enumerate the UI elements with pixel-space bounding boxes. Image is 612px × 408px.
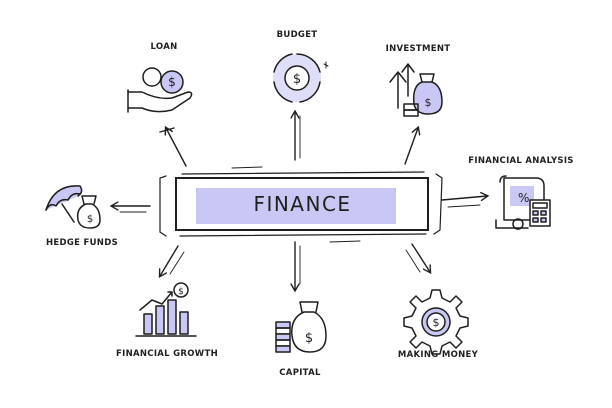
- svg-text:$: $: [168, 75, 176, 89]
- node-label-hedge-funds: HEDGE FUNDS: [45, 238, 119, 248]
- node-label-loan: LOAN: [150, 42, 178, 52]
- gear-dollar-icon: $: [403, 289, 469, 355]
- center-box: [159, 166, 443, 243]
- document-calculator-icon: %: [495, 175, 551, 230]
- arrow-loan: [164, 125, 187, 167]
- node-label-financial-analysis: FINANCIAL ANALYSIS: [468, 156, 574, 166]
- arrow-investment: [404, 125, 421, 165]
- donut-budget-icon: $: [273, 53, 329, 103]
- money-bags-growth-icon: $: [389, 63, 443, 117]
- svg-text:$: $: [293, 72, 301, 87]
- arrow-making-money: [411, 243, 432, 274]
- umbrella-money-bag-icon: $: [45, 185, 101, 229]
- svg-text:$: $: [87, 214, 93, 225]
- node-label-making-money: MAKING MONEY: [397, 350, 479, 360]
- node-label-capital: CAPITAL: [279, 368, 321, 378]
- node-label-budget: BUDGET: [276, 30, 318, 40]
- svg-text:$: $: [305, 331, 313, 346]
- coin-stacks-bag-icon: $: [275, 301, 327, 353]
- node-label-investment: INVESTMENT: [385, 44, 451, 54]
- node-label-financial-growth: FINANCIAL GROWTH: [116, 349, 218, 359]
- svg-text:$: $: [433, 316, 440, 329]
- hand-coins-icon: $: [127, 67, 193, 113]
- center-title: FINANCE: [253, 192, 352, 216]
- bar-chart-coin-icon: $: [135, 282, 197, 337]
- svg-text:%: %: [518, 191, 529, 205]
- connectors: [109, 109, 490, 293]
- svg-text:$: $: [178, 287, 184, 297]
- arrow-financial-analysis: [441, 191, 490, 202]
- svg-text:$: $: [425, 96, 432, 109]
- arrow-financial-growth: [158, 245, 179, 279]
